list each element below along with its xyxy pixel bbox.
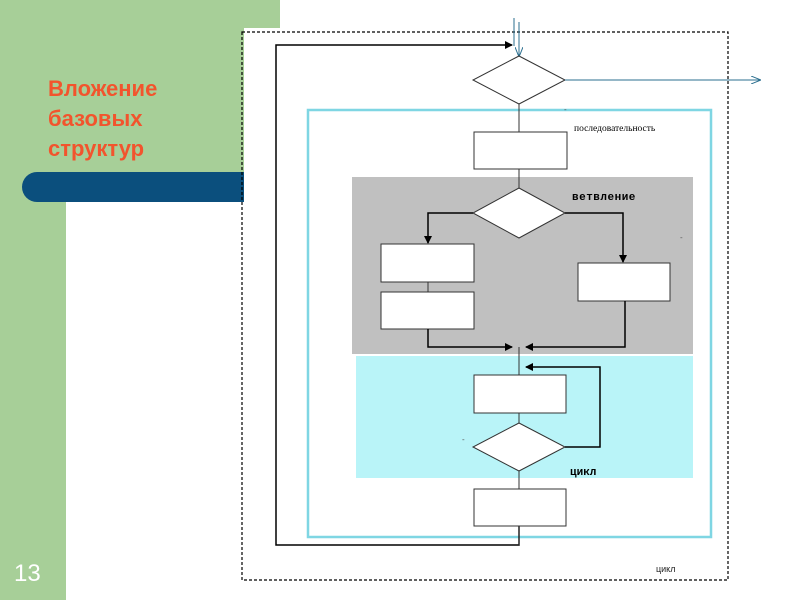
right-branch-arrow xyxy=(565,212,627,263)
sequence-label: последовательность xyxy=(574,124,656,134)
loop-tick-mark: - xyxy=(462,435,465,444)
slide-number: 13 xyxy=(14,560,41,587)
sequence-process-box xyxy=(473,131,568,170)
branching-label: ветвление xyxy=(572,192,636,204)
loop-return-arrow xyxy=(525,363,601,448)
left-branch-merge-arrow xyxy=(427,329,513,351)
loop-outer-label: цикл xyxy=(656,564,675,574)
left-branch-box-2 xyxy=(380,291,475,330)
left-branch-arrow xyxy=(424,212,473,244)
sequence-frame xyxy=(306,108,713,539)
blue-accent-bar xyxy=(22,172,244,202)
final-process-box xyxy=(473,488,567,527)
right-branch-box xyxy=(577,262,671,302)
slide-title-line-3: структур xyxy=(48,136,145,161)
left-branch-box-1 xyxy=(380,243,475,283)
green-side-panel xyxy=(0,0,66,600)
loop-body-box xyxy=(473,374,567,414)
slide-title: Вложение базовых структур xyxy=(48,74,248,164)
loop-inner-label: цикл xyxy=(570,467,596,479)
slide-title-line-1: Вложение xyxy=(48,76,158,101)
branch-decision xyxy=(471,187,567,239)
branch-tick-mark: - xyxy=(680,233,683,242)
slide-title-line-2: базовых xyxy=(48,106,143,131)
sequence-tick-mark: - xyxy=(564,105,567,114)
outer-loop-frame xyxy=(241,31,729,581)
right-branch-merge-arrow xyxy=(525,301,626,351)
